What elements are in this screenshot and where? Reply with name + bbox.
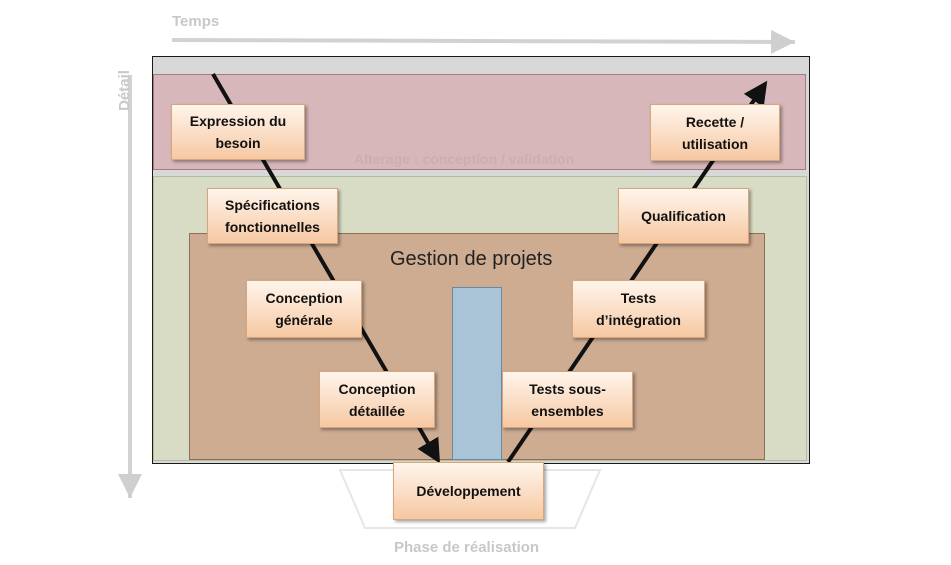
- time-axis-arrow: [171, 29, 796, 54]
- node-specifications-fonctionnelles: Spécifications fonctionnelles: [207, 188, 338, 244]
- node-conception-generale: Conception générale: [246, 280, 362, 338]
- faded-band-label: Alterage : conception / validation: [354, 151, 575, 167]
- node-tests-integration: Tests d’intégration: [572, 280, 705, 338]
- node-expression-besoin: Expression du besoin: [171, 104, 305, 160]
- node-conception-detaillee: Conception détaillée: [319, 371, 435, 428]
- project-title: Gestion de projets: [390, 248, 553, 270]
- realisation-phase-label: Phase de réalisation: [394, 539, 540, 556]
- node-developpement: Développement: [393, 462, 544, 520]
- node-recette-utilisation: Recette / utilisation: [650, 104, 780, 161]
- node-qualification: Qualification: [618, 188, 749, 244]
- center-bar: [452, 287, 502, 460]
- time-axis-label: Temps: [172, 13, 220, 30]
- node-tests-sous-ensembles: Tests sous- ensembles: [502, 371, 633, 428]
